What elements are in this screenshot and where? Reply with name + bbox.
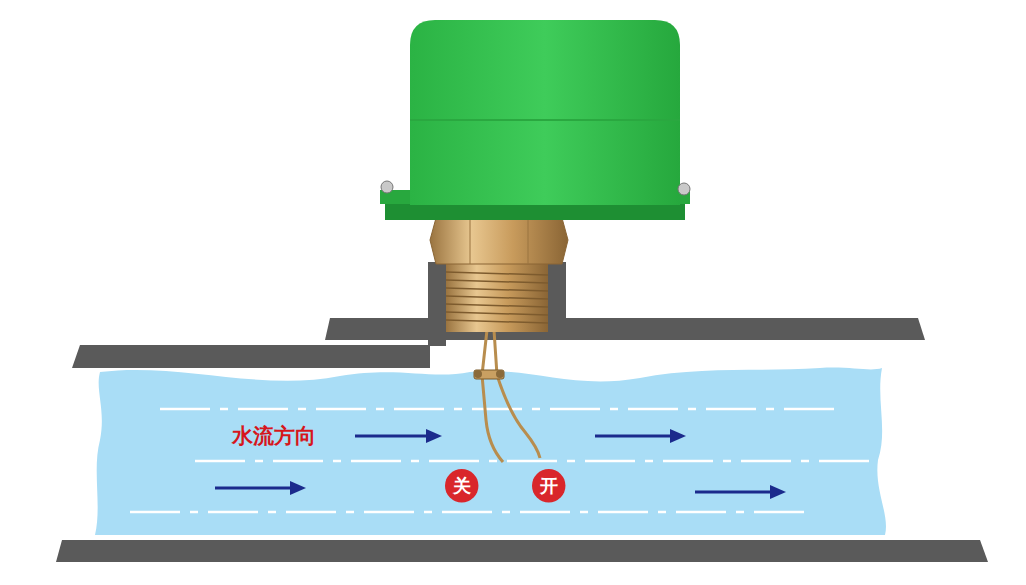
housing-edge <box>410 119 680 121</box>
nut-edge <box>528 218 529 264</box>
pipe-wall <box>56 540 988 562</box>
nut-edge <box>470 218 471 264</box>
thread-lines <box>446 272 548 323</box>
screw <box>381 181 393 193</box>
badge-fill <box>445 469 478 502</box>
screw <box>678 183 690 195</box>
badge-fill <box>532 469 565 502</box>
water <box>95 368 886 535</box>
thread <box>446 264 548 332</box>
screw <box>496 370 504 378</box>
screw <box>474 370 482 378</box>
flow-direction-label: 水流方向 <box>232 426 316 447</box>
state-badge: 关 <box>445 469 478 502</box>
pipe-wall <box>325 318 925 340</box>
paddle <box>482 330 540 462</box>
fitting-wall <box>548 262 566 320</box>
fitting-wall <box>428 262 446 346</box>
state-text: 开 <box>540 477 558 495</box>
state-badge: 开 <box>532 469 565 502</box>
switch-housing <box>410 20 680 205</box>
state-text: 关 <box>453 477 471 495</box>
pipe-wall <box>72 345 430 368</box>
paddle-clamp <box>474 370 504 379</box>
hex-nut <box>430 218 568 264</box>
